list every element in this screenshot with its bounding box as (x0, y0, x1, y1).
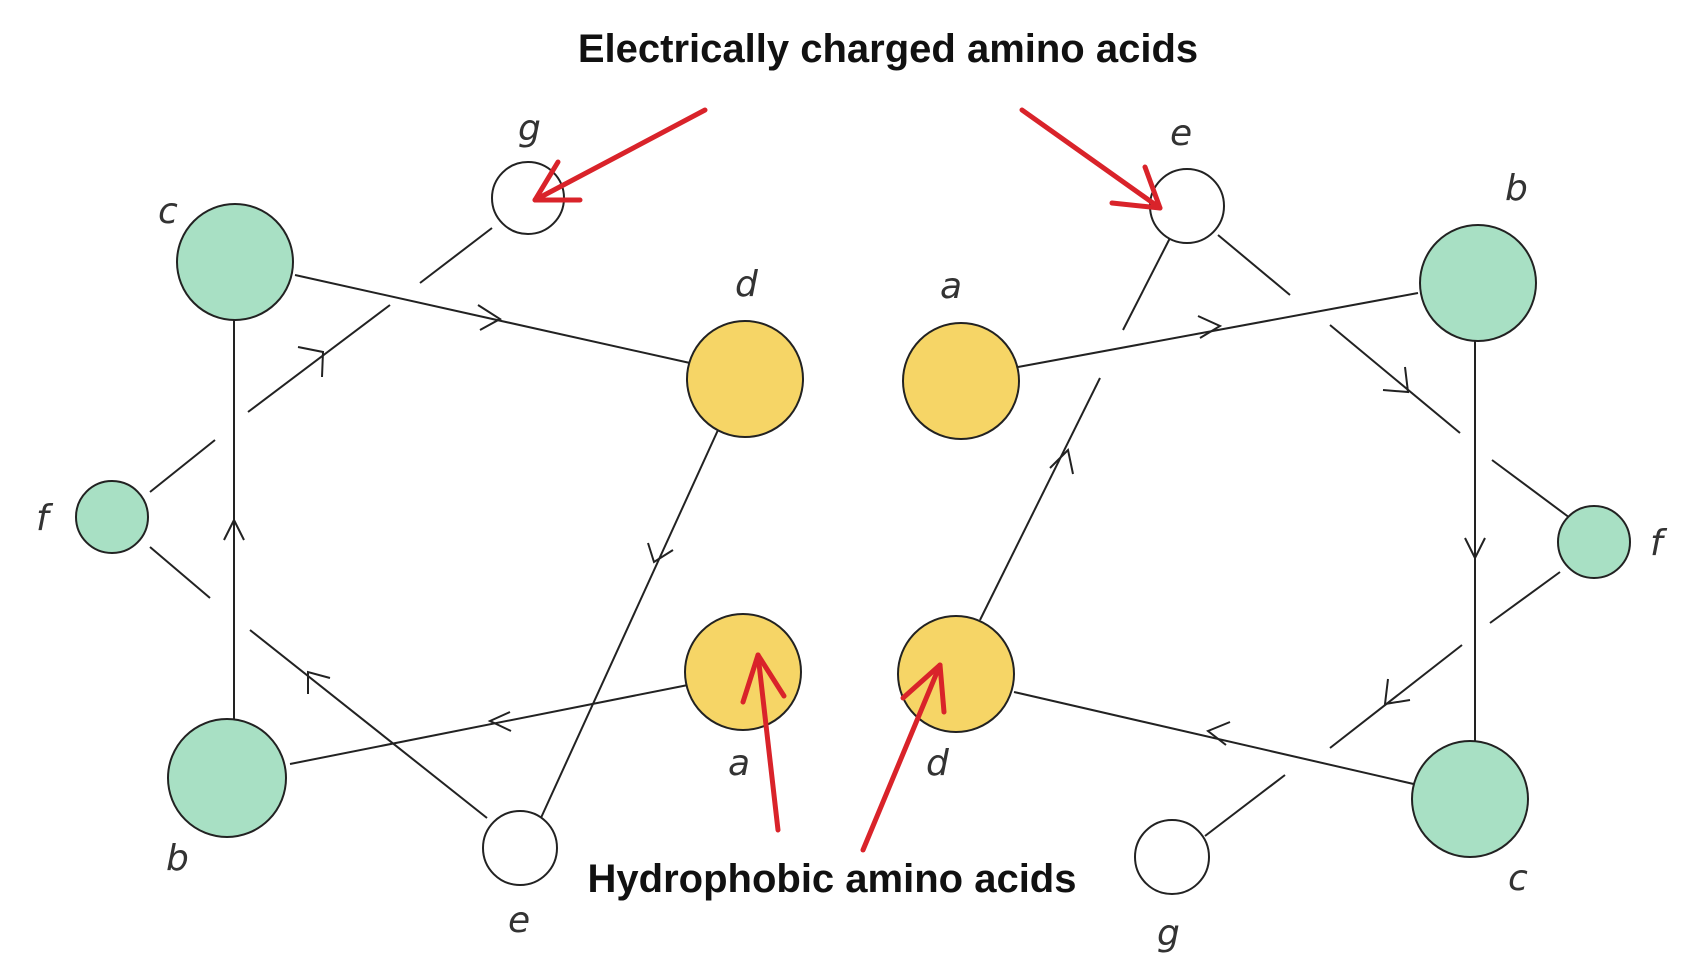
right-strand-f-g-2 (1329, 644, 1463, 749)
right-label-b: b (1505, 168, 1528, 209)
right-residue-c (1411, 740, 1529, 858)
right-residue-f (1557, 505, 1631, 579)
left-strand-f-g-3 (419, 227, 493, 284)
left-arrow-c-d (477, 304, 502, 331)
right-strand-e-f-1 (1217, 234, 1291, 296)
left-strand-e-f-1 (249, 629, 488, 819)
left-label-c: c (158, 191, 178, 232)
right-residue-g (1134, 819, 1210, 895)
right-label-d: d (926, 743, 950, 784)
arrow-to-left-g (532, 107, 708, 203)
left-helix-strands (149, 227, 719, 821)
left-arrow-d-e (647, 542, 674, 564)
right-strand-e-f-2 (1329, 324, 1461, 434)
right-arrow-a-b (1197, 315, 1223, 339)
right-residue-a (902, 322, 1020, 440)
arrow-to-right-d (860, 662, 947, 853)
right-helix-strands (979, 234, 1571, 837)
right-strand-f-g-1 (1489, 571, 1561, 624)
left-strand-d-e (539, 429, 719, 821)
right-label-g: g (1157, 913, 1180, 954)
left-arrow-f-g (297, 346, 325, 378)
arrow-to-left-a (740, 652, 787, 833)
right-strand-d-e-2 (1122, 237, 1171, 331)
right-label-f: f (1650, 523, 1668, 564)
left-residue-a (684, 613, 802, 731)
right-arrow-f-g (1383, 678, 1411, 706)
right-arrow-e-f (1382, 366, 1410, 394)
right-strand-f-g-3 (1204, 774, 1286, 837)
right-label-c: c (1508, 858, 1528, 899)
left-label-a: a (728, 743, 750, 784)
left-label-d: d (735, 264, 759, 305)
left-strand-f-g-1 (149, 439, 216, 493)
right-label-a: a (940, 266, 962, 307)
left-arrow-b-c (223, 517, 245, 541)
right-label-e: e (1170, 113, 1192, 154)
left-helix-direction-arrows (223, 304, 674, 732)
annotation-charged: Electrically charged amino acids (578, 27, 1198, 71)
right-strand-a-b (1017, 292, 1419, 368)
left-strand-a-b (289, 684, 689, 765)
left-residue-d (686, 320, 804, 438)
left-strand-e-f-2 (149, 546, 211, 599)
right-residue-d (897, 615, 1015, 733)
left-strand-c-d (294, 274, 691, 364)
left-arrow-e-f (307, 670, 331, 694)
right-arrow-b-c (1464, 537, 1486, 561)
left-label-b: b (166, 838, 189, 879)
right-strand-d-e-1 (979, 377, 1101, 621)
annotation-hydrophobic: Hydrophobic amino acids (588, 857, 1077, 901)
left-helix-residues (75, 161, 804, 886)
left-label-f: f (36, 498, 54, 539)
left-label-g: g (518, 108, 541, 149)
left-helix-labels: c g d f a b e (36, 108, 759, 941)
right-strand-e-f-3 (1491, 459, 1571, 519)
right-arrow-d-e (1049, 447, 1074, 475)
right-helix-direction-arrows (1049, 315, 1486, 746)
red-pointer-arrows (532, 107, 1163, 853)
right-helix-labels: e b a f d c g (926, 113, 1668, 954)
left-arrow-a-b (487, 711, 512, 732)
right-helix-residues (897, 168, 1631, 895)
right-arrow-c-d (1206, 721, 1231, 746)
left-strand-f-g-2 (247, 304, 391, 413)
left-residue-b (167, 718, 287, 838)
left-label-e: e (508, 900, 530, 941)
left-residue-f (75, 480, 149, 554)
left-residue-c (176, 203, 294, 321)
left-residue-e (482, 810, 558, 886)
right-residue-b (1419, 224, 1537, 342)
arrow-to-right-e (1019, 107, 1163, 211)
right-strand-c-d (1013, 691, 1419, 786)
